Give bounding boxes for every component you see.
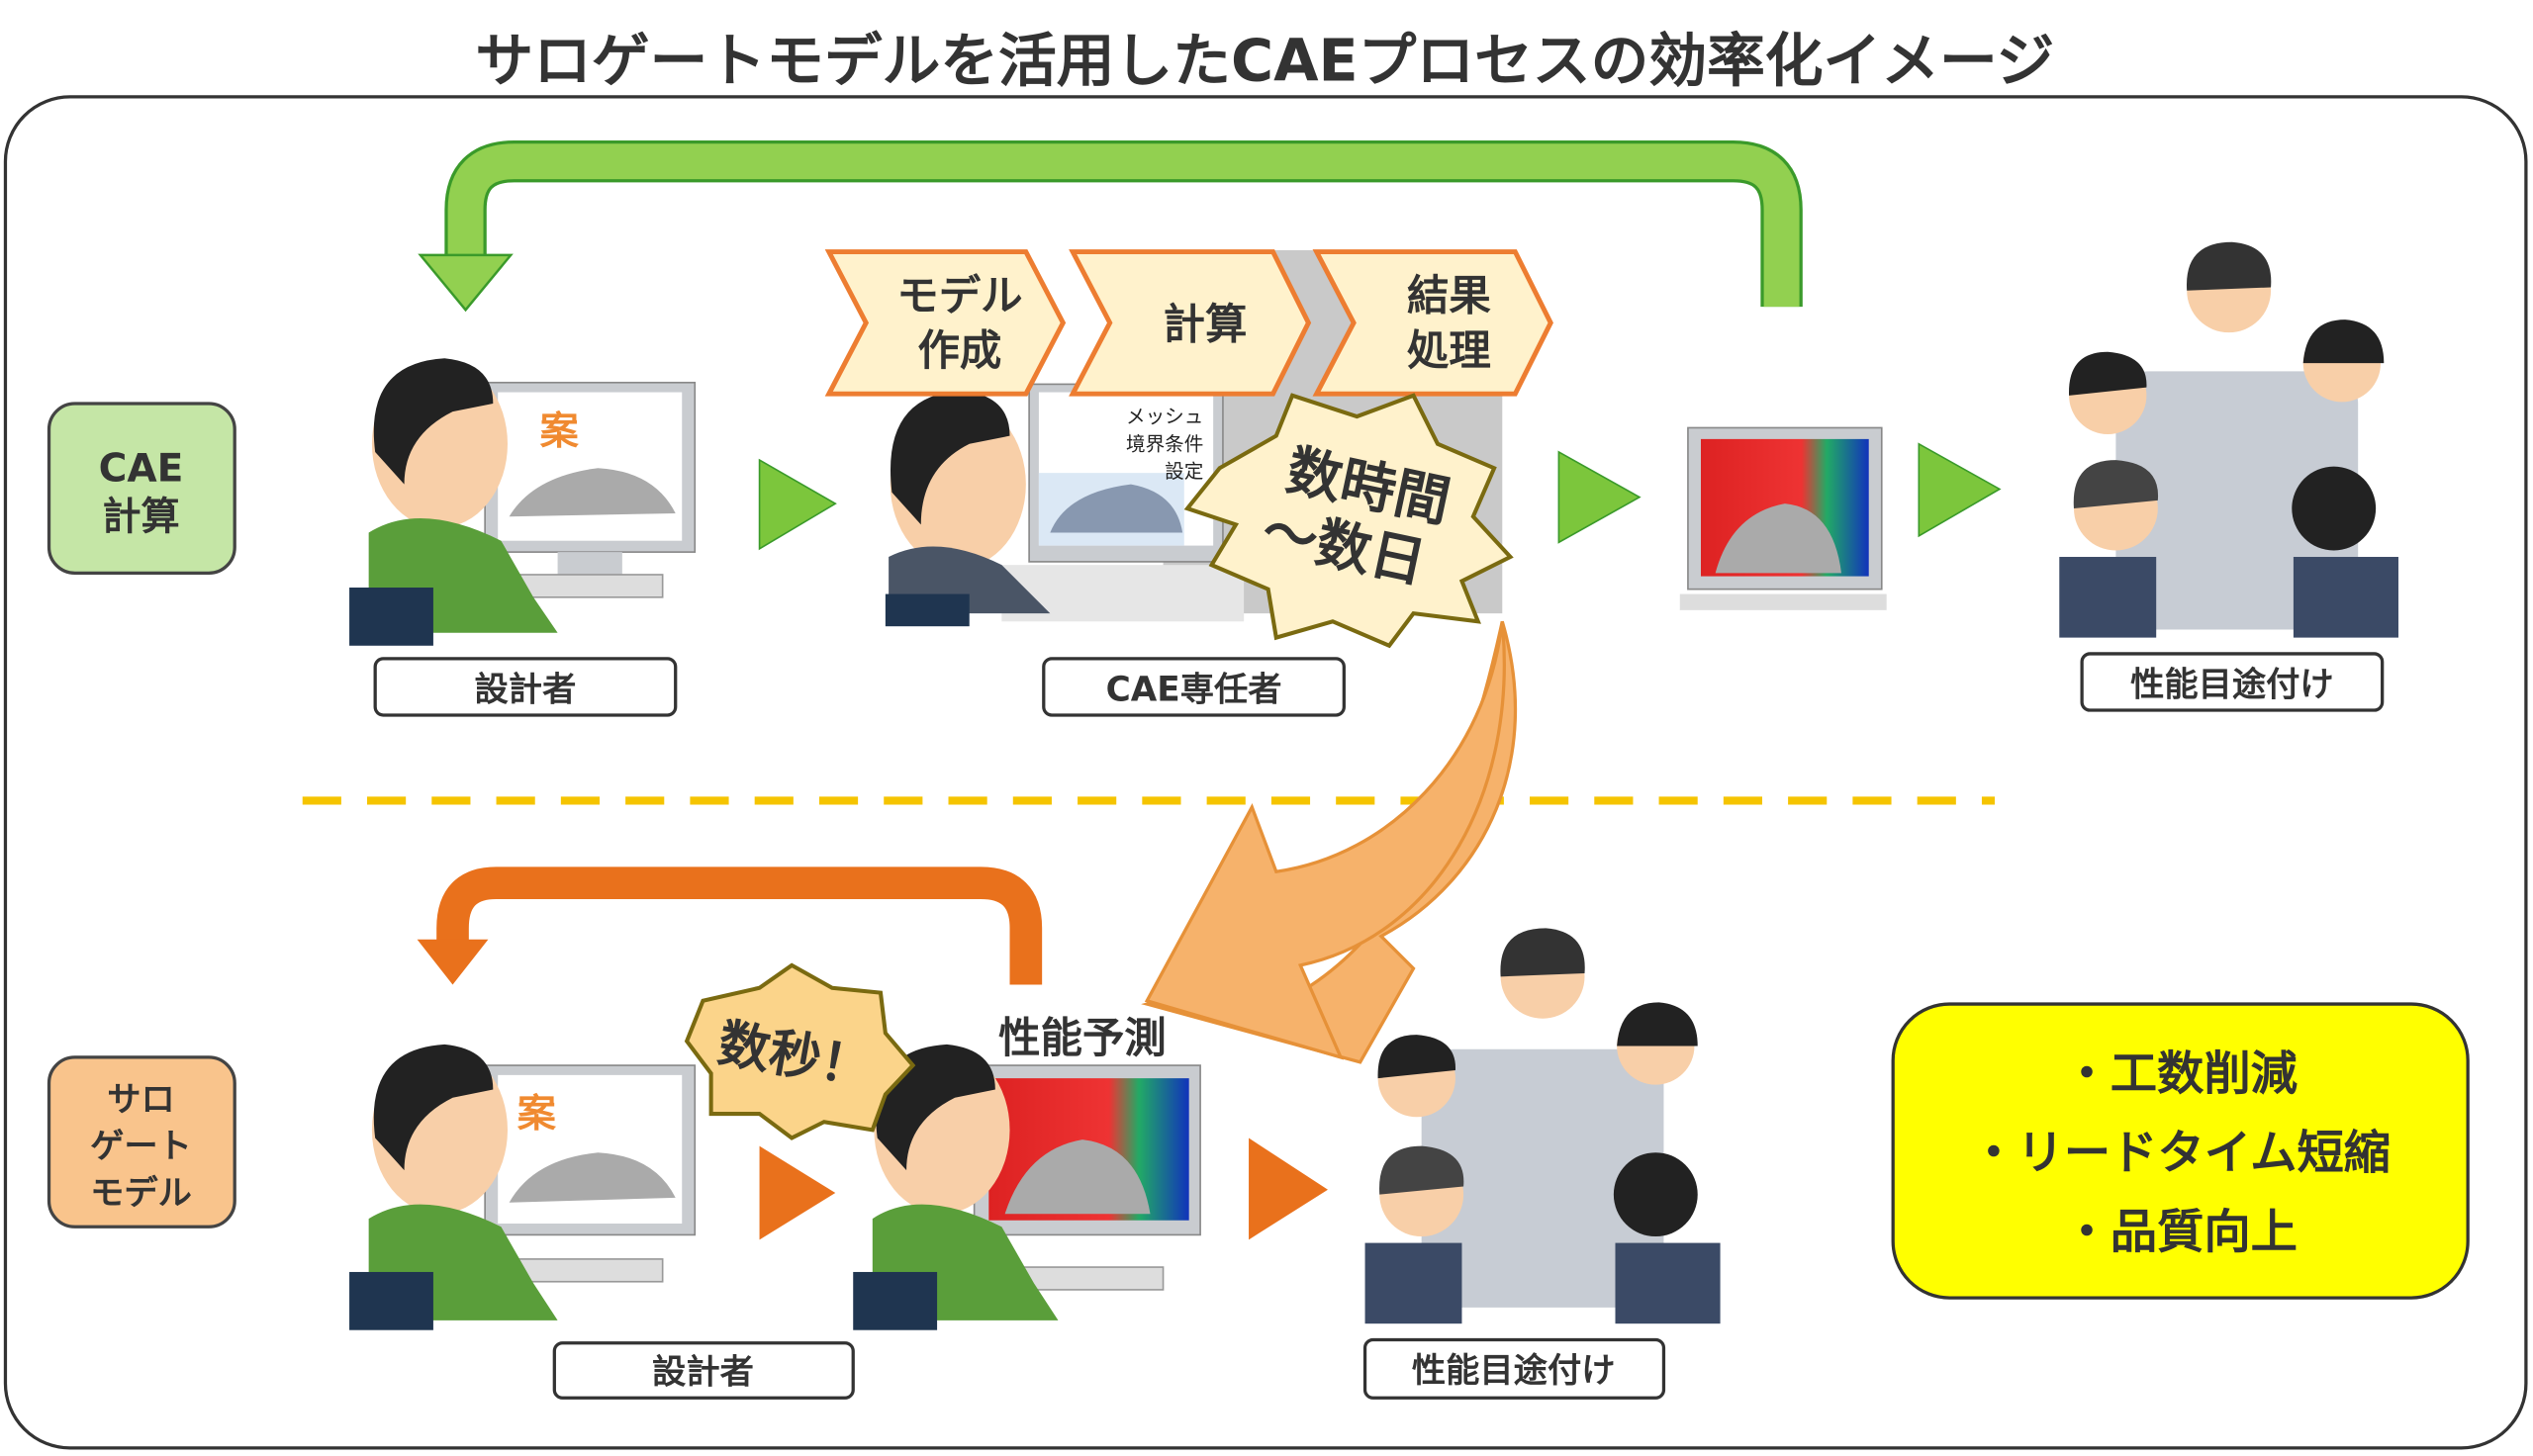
predictor-illustration (853, 1044, 1201, 1330)
svg-text:計算: 計算 (102, 495, 179, 539)
svg-text:性能目途付け: 性能目途付け (2130, 665, 2334, 704)
prediction-label: 性能予測 (998, 1015, 1167, 1063)
cae-row-label: CAE 計算 (47, 402, 236, 575)
svg-text:性能目途付け: 性能目途付け (1412, 1351, 1616, 1391)
benefit-item: ・リードタイム短縮 (1970, 1127, 2391, 1181)
next-arrow-icon (758, 458, 837, 551)
process-step-model: モデル 作成 (824, 249, 1067, 397)
surrogate-feedback-arrow (417, 866, 1043, 985)
outer-frame (3, 95, 2528, 1450)
duration-burst-surrogate: 数秒！ (684, 962, 916, 1140)
meeting-label-surrogate: 性能目途付け (1362, 1337, 1666, 1400)
svg-text:結果: 結果 (1407, 272, 1491, 320)
next-arrow-icon (1918, 442, 2002, 538)
benefit-item: ・工数削減 (2063, 1047, 2298, 1102)
transition-arrow-head (1144, 621, 1506, 1060)
svg-text:CAE: CAE (99, 446, 184, 491)
svg-text:作成: 作成 (918, 327, 1002, 376)
svg-text:境界条件: 境界条件 (1126, 432, 1203, 455)
designer-illustration-surrogate: 案 (349, 1044, 697, 1330)
svg-text:メッシュ: メッシュ (1126, 406, 1203, 428)
designer-label: 設計者 (373, 657, 678, 717)
svg-text:処理: 処理 (1407, 327, 1491, 376)
next-arrow-icon (1249, 1138, 1329, 1240)
benefit-item: ・品質向上 (2063, 1205, 2298, 1259)
draft-mark: 案 (540, 410, 580, 454)
result-monitor (1679, 426, 1887, 610)
svg-text:設計者: 設計者 (652, 1353, 754, 1393)
cae-feedback-arrow (418, 139, 1803, 313)
process-step-compute: 計算 (1069, 249, 1312, 397)
next-arrow-icon (759, 1145, 836, 1240)
meeting-label: 性能目途付け (2080, 652, 2385, 712)
svg-text:設計者: 設計者 (475, 670, 577, 709)
meeting-illustration (2059, 241, 2398, 638)
designer-illustration: 案 (349, 358, 697, 646)
svg-text:CAE専任者: CAE専任者 (1106, 670, 1282, 709)
duration-burst-cae: 数時間 〜数日 (1183, 393, 1514, 649)
process-step-postprocess: 結果 処理 (1312, 249, 1553, 397)
svg-text:モデル: モデル (896, 272, 1022, 320)
surrogate-row-label: サロ ゲート モデル (47, 1055, 236, 1228)
car-icon (509, 1152, 676, 1203)
benefits-box: ・工数削減 ・リードタイム短縮 ・品質向上 (1891, 1002, 2470, 1300)
svg-text:計算: 計算 (1164, 302, 1248, 350)
designer-label-surrogate: 設計者 (552, 1341, 855, 1400)
mesh-car-icon (1050, 484, 1183, 533)
car-icon (509, 468, 676, 517)
svg-text:ゲート: ゲート (90, 1127, 192, 1166)
page-title: サロゲートモデルを活用したCAEプロセスの効率化イメージ (475, 27, 2054, 95)
meeting-illustration-surrogate (1364, 928, 1721, 1324)
svg-text:設定: 設定 (1165, 460, 1203, 483)
next-arrow-icon (1557, 450, 1642, 544)
svg-text:サロ: サロ (107, 1080, 175, 1120)
svg-text:モデル: モデル (90, 1173, 192, 1213)
draft-mark: 案 (517, 1092, 557, 1137)
cae-specialist-label: CAE専任者 (1042, 657, 1346, 717)
